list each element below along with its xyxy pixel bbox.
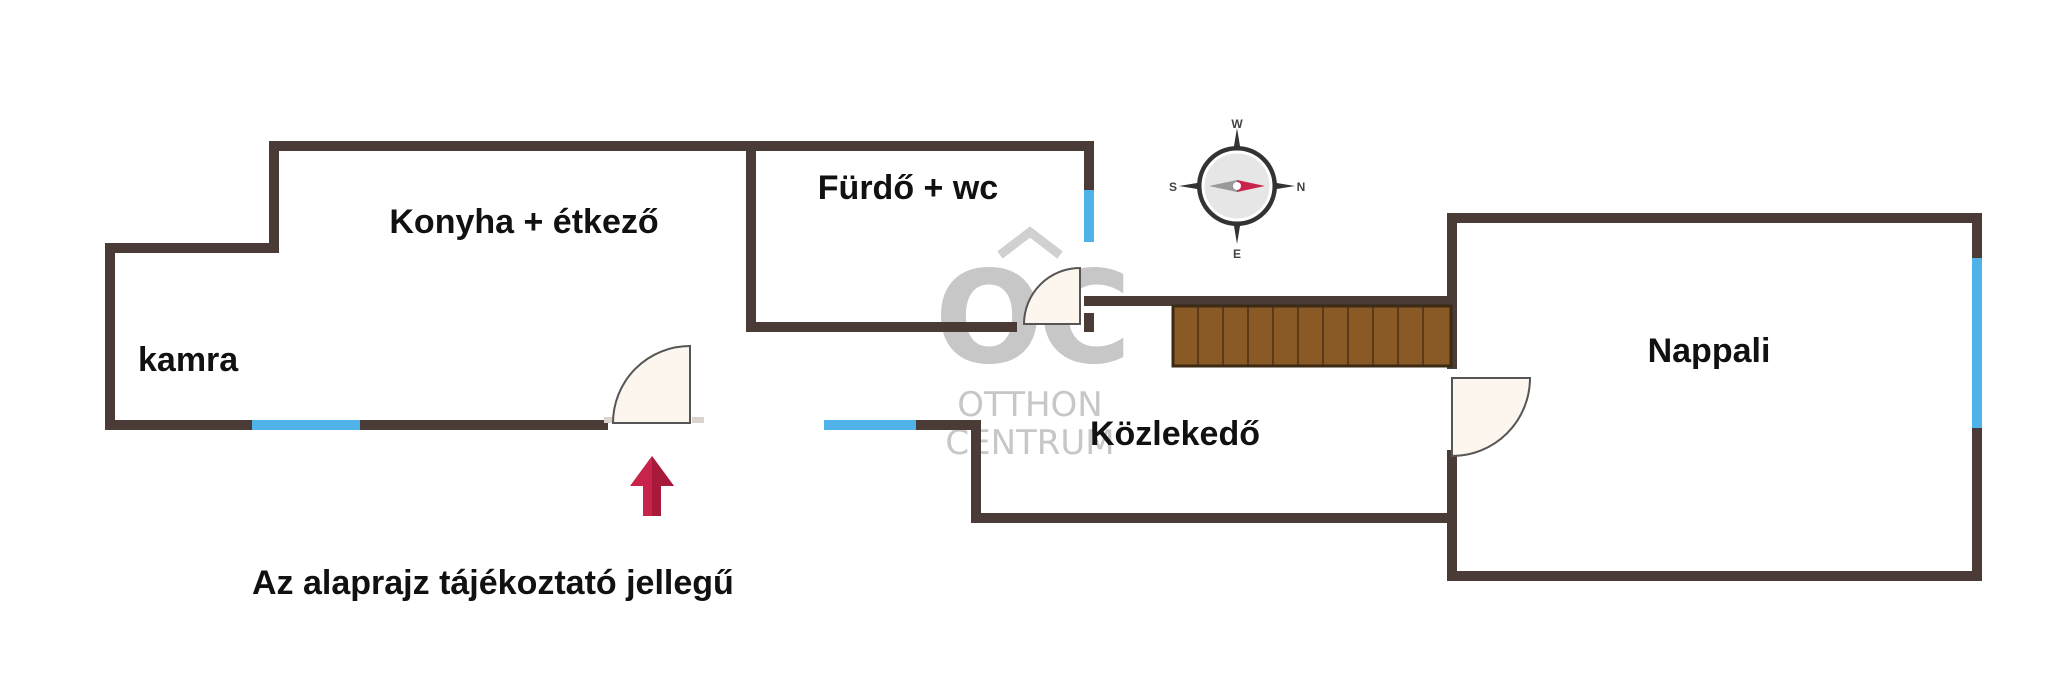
room-label-hallway: Közlekedő	[1090, 415, 1260, 453]
compass-east-label: E	[1233, 247, 1241, 261]
wall-left-building	[105, 141, 1094, 430]
disclaimer-note: Az alaprajz tájékoztató jellegű	[252, 564, 734, 602]
door-living-room	[1451, 377, 1532, 458]
doors	[611, 266, 1532, 458]
compass-west-label: W	[1231, 117, 1243, 131]
compass-north-label: N	[1297, 180, 1306, 194]
staircase-icon	[1171, 304, 1453, 368]
wall-corridor-bottom	[911, 420, 1457, 523]
entrance-arrow-icon	[630, 456, 674, 516]
wall-living-room	[1447, 213, 1982, 581]
watermark-roof-icon	[997, 226, 1063, 259]
room-label-bathroom: Fürdő + wc	[818, 169, 998, 207]
windows	[252, 190, 1982, 430]
door-entrance	[611, 344, 691, 424]
compass-icon: W E N S	[1169, 117, 1305, 261]
door-bathroom	[1022, 266, 1081, 325]
wall-bathroom	[746, 141, 1017, 332]
compass-south-label: S	[1169, 180, 1177, 194]
room-label-kitchen: Konyha + étkező	[389, 203, 658, 241]
room-label-living: Nappali	[1648, 332, 1771, 370]
room-label-pantry: kamra	[138, 341, 239, 379]
watermark-line1: OTTHON	[957, 385, 1102, 425]
